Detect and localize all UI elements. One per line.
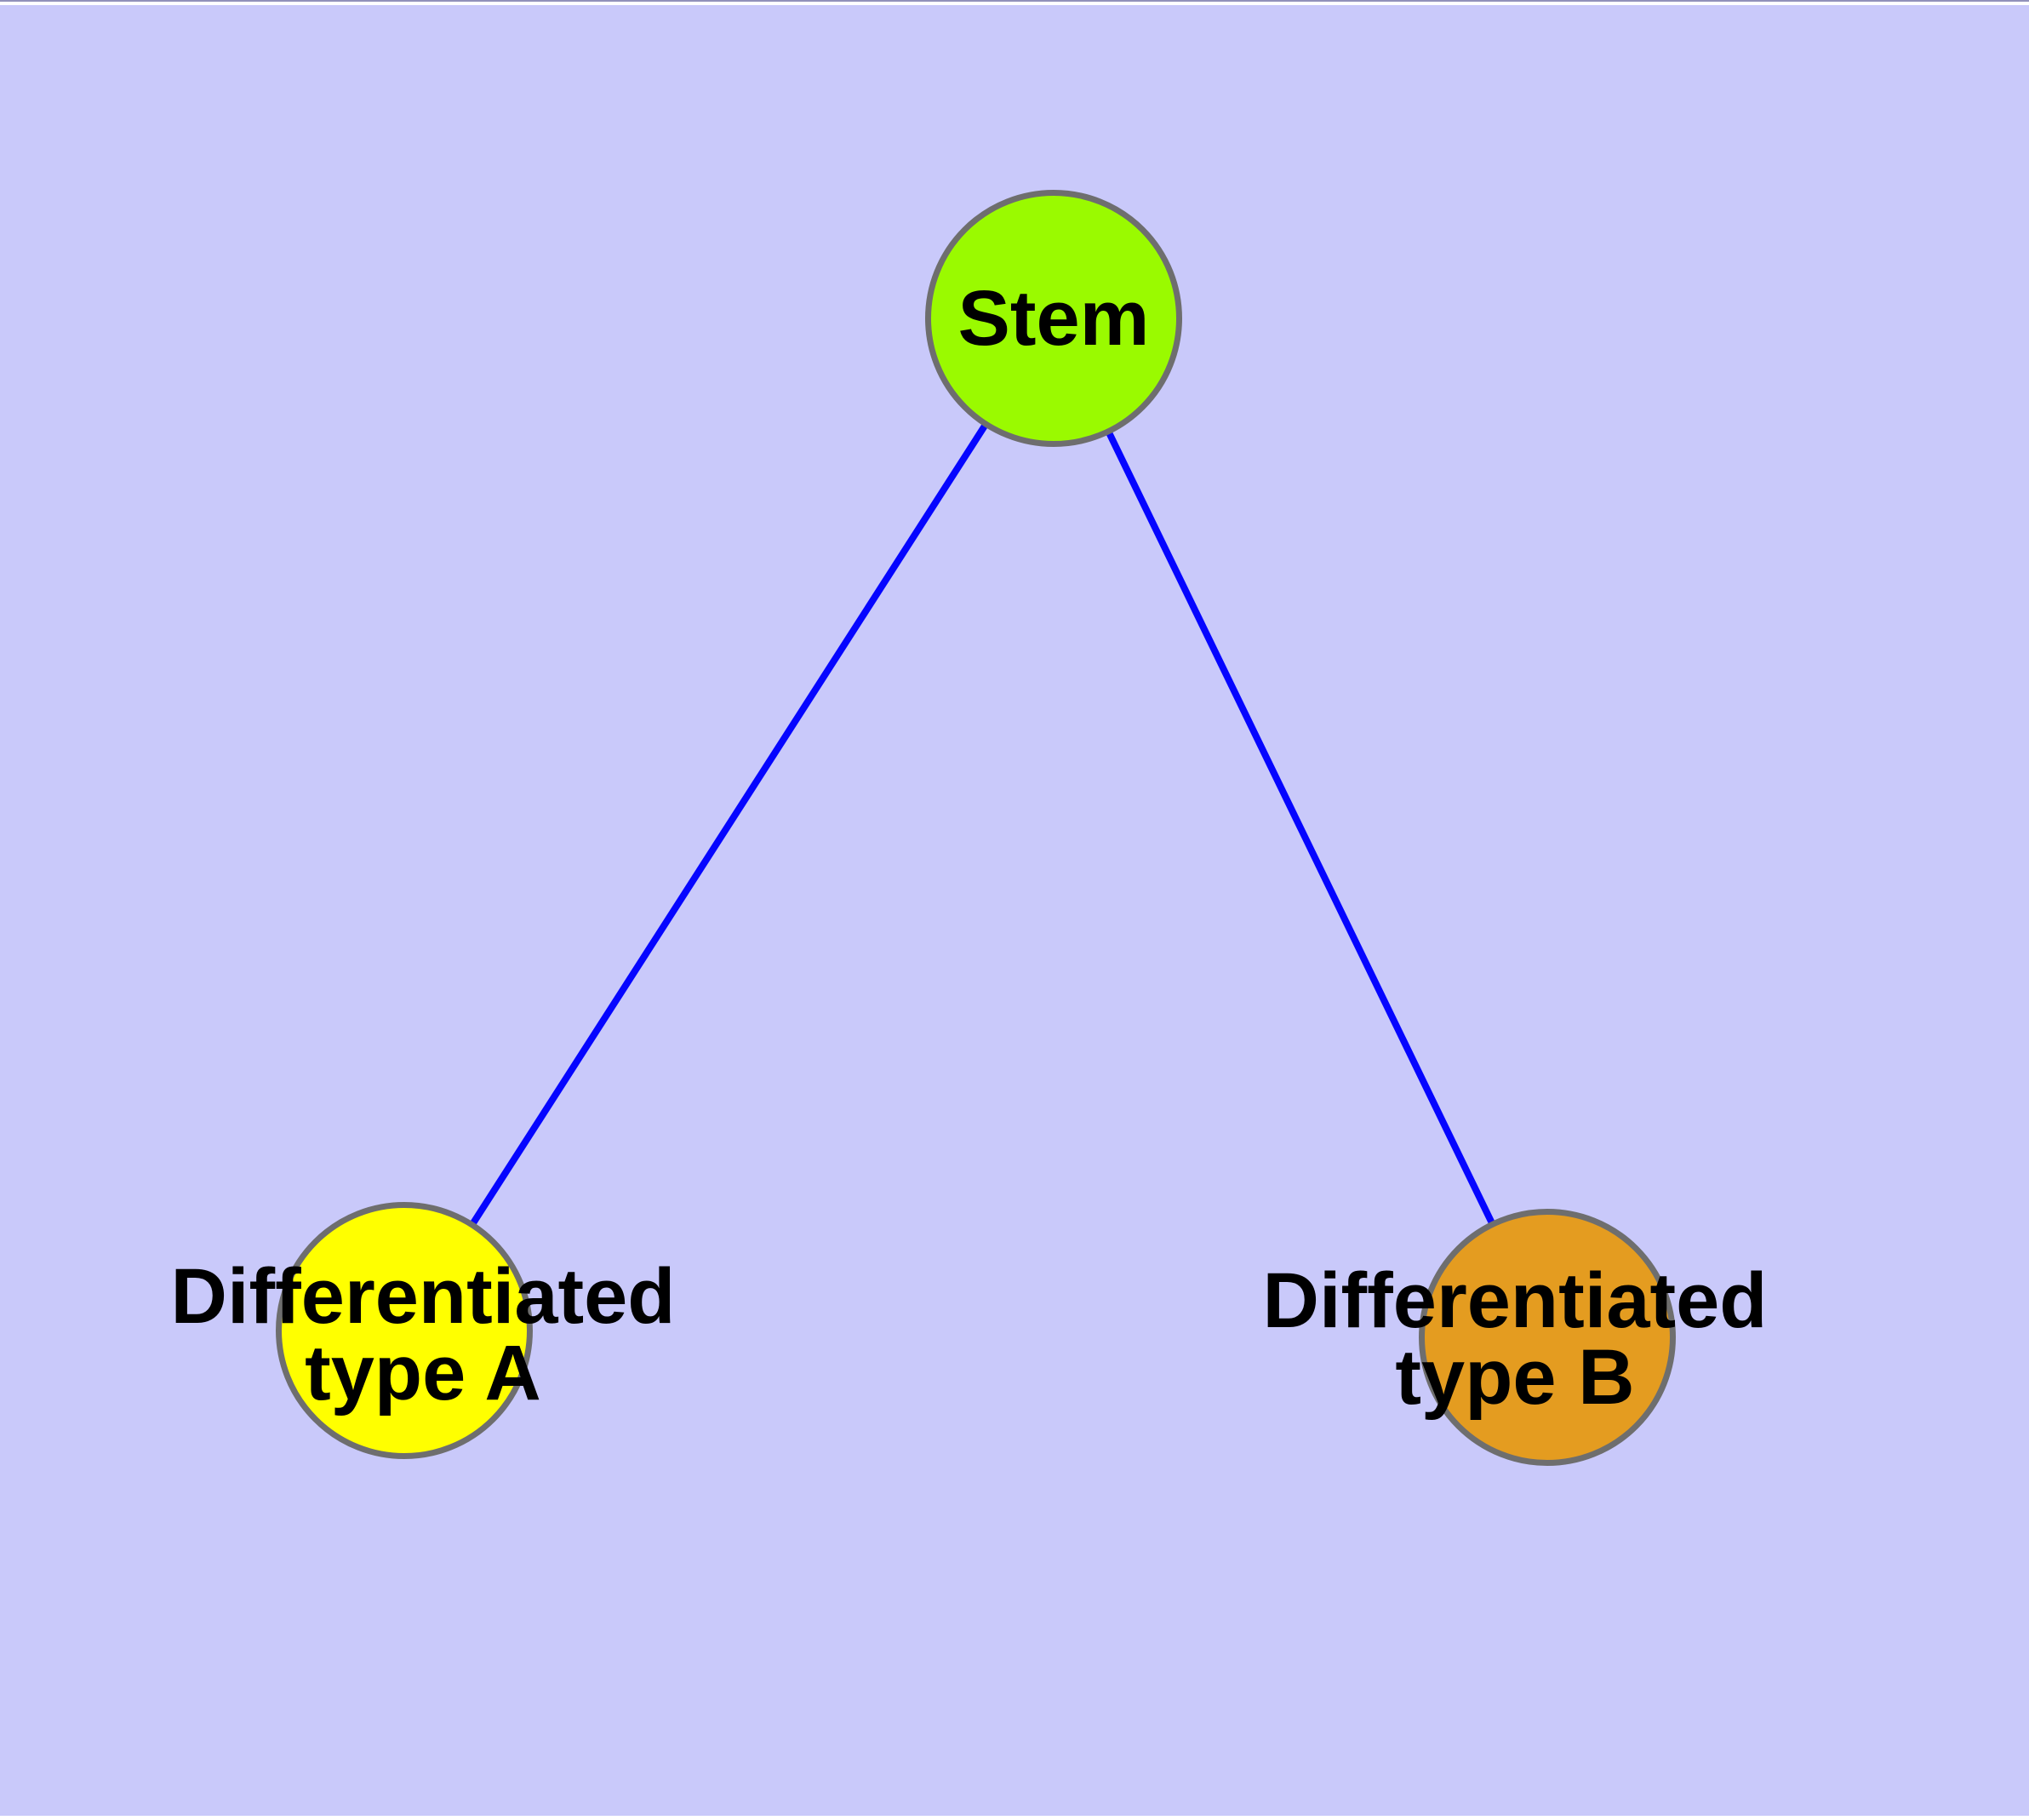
node-differentiated-type-b	[1419, 1209, 1676, 1466]
screenshot-bottom-edge	[0, 1816, 2029, 1820]
node-stem: Stem	[925, 190, 1182, 447]
screenshot-top-edge	[0, 0, 2029, 5]
node-differentiated-type-b-label: Differentiated type B	[1262, 1257, 1768, 1421]
node-differentiated-type-a-label: Differentiated type A	[170, 1253, 676, 1417]
edge-stem-to-type-a	[401, 316, 1057, 1333]
edge-stem-to-type-b	[1050, 317, 1551, 1339]
node-differentiated-type-a	[276, 1202, 533, 1459]
node-stem-label: Stem	[957, 275, 1150, 362]
